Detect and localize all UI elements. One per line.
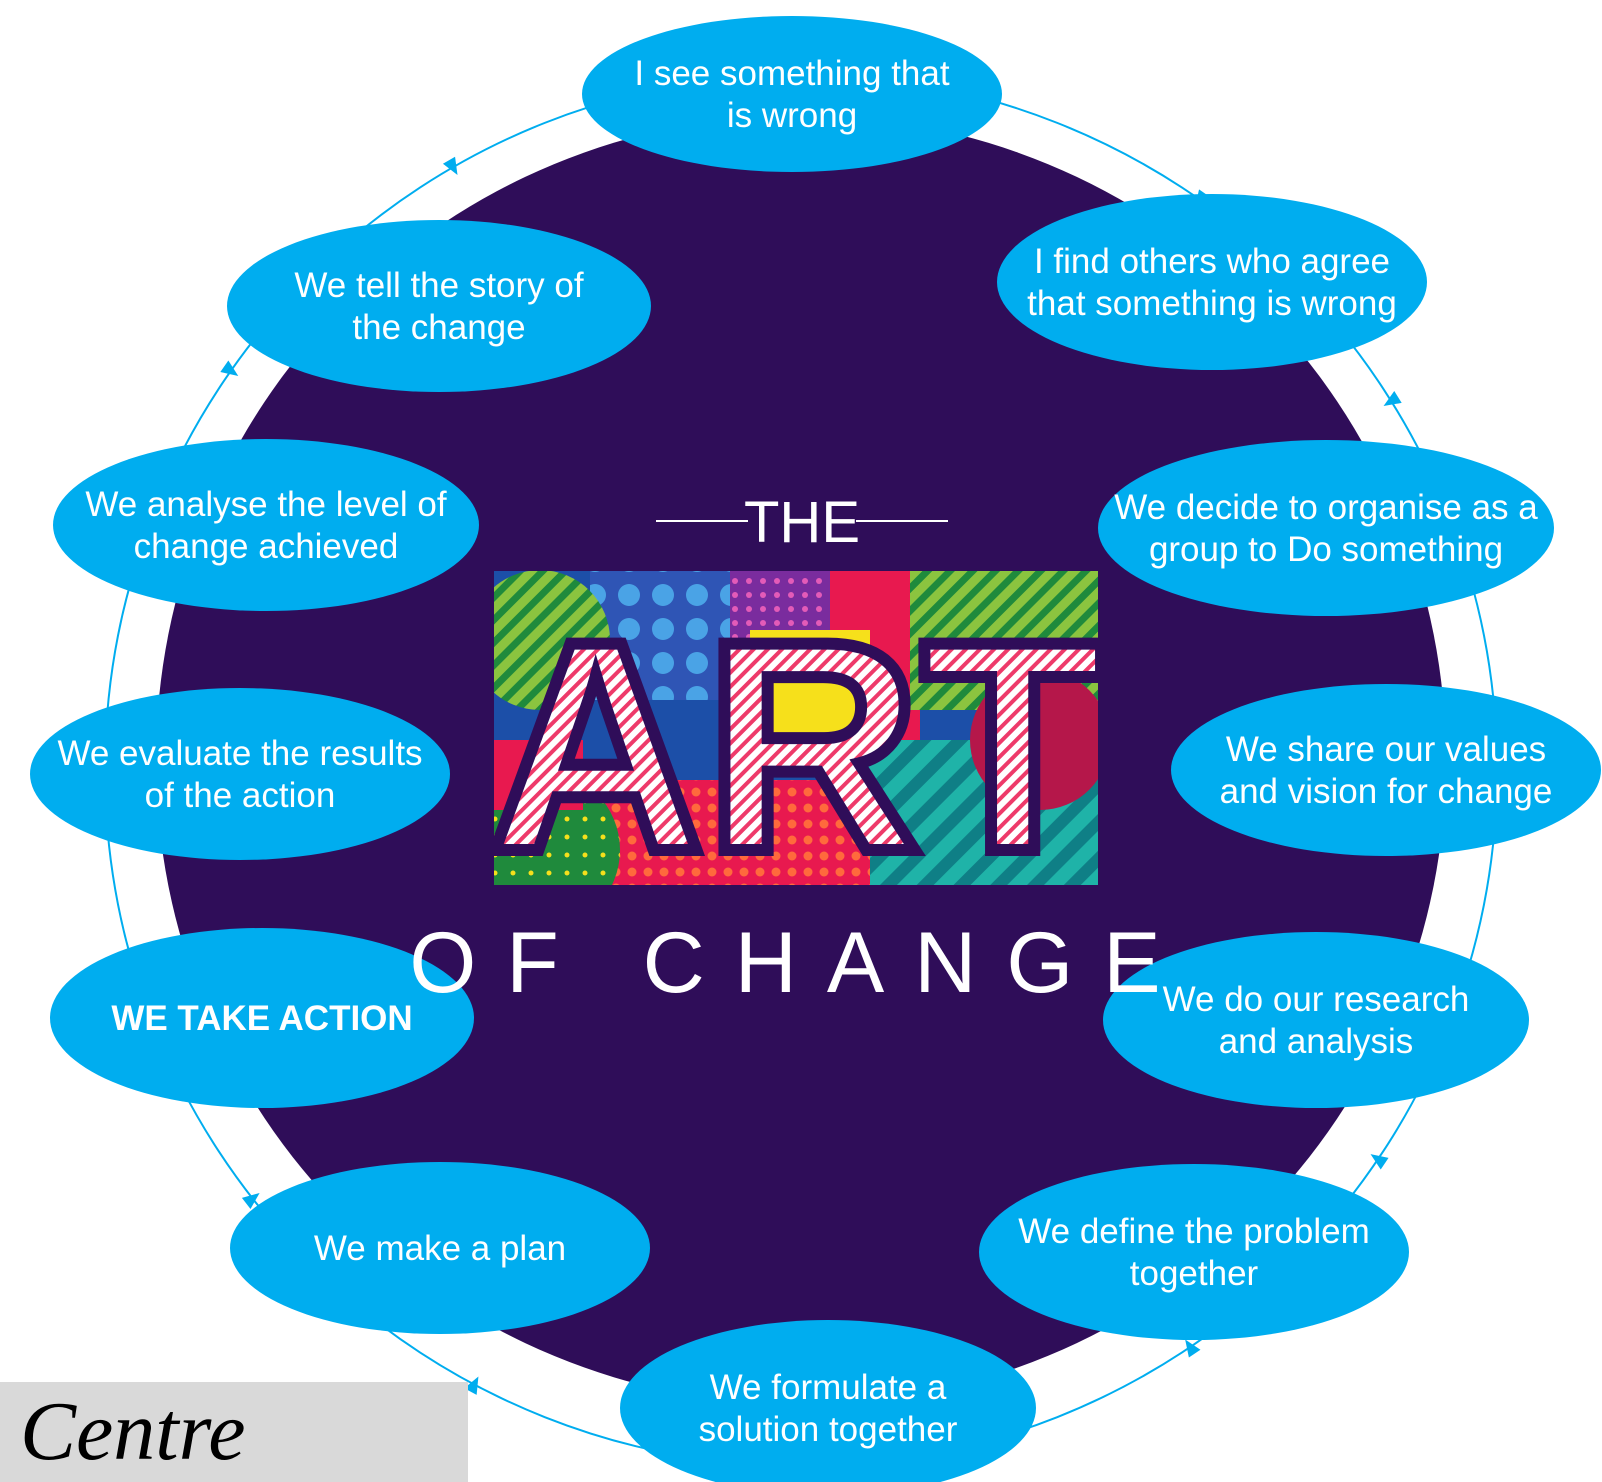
step-node-label: the change bbox=[352, 308, 525, 347]
art-patch-magenta bbox=[970, 670, 1099, 810]
step-node-label: change achieved bbox=[134, 527, 399, 566]
step-node-label: is wrong bbox=[727, 96, 857, 135]
caption-text: Centre bbox=[20, 1385, 246, 1478]
cycle-arrowhead bbox=[220, 360, 239, 376]
step-node-label: and analysis bbox=[1219, 1022, 1414, 1061]
step-node-label: I see something that bbox=[634, 54, 949, 93]
step-node-bubble bbox=[53, 439, 479, 611]
step-node-bubble bbox=[582, 16, 1002, 172]
art-patch-red-left bbox=[493, 740, 583, 810]
step-node-label: solution together bbox=[699, 1410, 958, 1449]
step-node-label: We formulate a bbox=[710, 1368, 947, 1407]
step-node-label: together bbox=[1130, 1254, 1259, 1293]
cycle-arrowhead bbox=[241, 1192, 260, 1209]
step-node-bubble bbox=[997, 194, 1427, 370]
art-patch-red-dots bbox=[600, 780, 870, 886]
step-node-label: I find others who agree bbox=[1034, 242, 1390, 281]
step-node-label: of the action bbox=[145, 776, 336, 815]
step-node-label: group to Do something bbox=[1149, 530, 1503, 569]
step-node-bubble bbox=[620, 1320, 1036, 1482]
cycle-arrowhead bbox=[1370, 1154, 1389, 1170]
step-node-label: We analyse the level of bbox=[85, 485, 447, 524]
art-word: ART bbox=[488, 578, 1105, 914]
art-patch-yellow bbox=[750, 630, 870, 750]
center-the-label: THE bbox=[744, 490, 860, 555]
step-node-label: We share our values bbox=[1226, 730, 1546, 769]
step-node-label: We make a plan bbox=[314, 1229, 566, 1268]
step-node-label: WE TAKE ACTION bbox=[111, 999, 412, 1038]
art-frame bbox=[492, 569, 1100, 887]
cycle-arrowhead bbox=[1383, 391, 1402, 406]
step-node-bubble bbox=[979, 1164, 1409, 1340]
caption-box: Centre bbox=[0, 1382, 468, 1482]
step-node-label: that something is wrong bbox=[1027, 284, 1397, 323]
step-node: We make a plan bbox=[230, 1162, 650, 1334]
center-of-change-label: OF CHANGE bbox=[409, 915, 1190, 1011]
cycle-arrowhead bbox=[442, 156, 458, 175]
step-node-bubble bbox=[30, 688, 450, 860]
step-node-label: We evaluate the results bbox=[57, 734, 422, 773]
step-node-bubble bbox=[50, 928, 474, 1108]
step-node: WE TAKE ACTION bbox=[50, 928, 474, 1108]
art-patch-dots-blue bbox=[590, 570, 740, 700]
cycle-arrowhead bbox=[1185, 1339, 1201, 1358]
step-node-bubble bbox=[1098, 440, 1554, 616]
step-node-label: We tell the story of bbox=[294, 266, 583, 305]
step-node-bubble bbox=[1171, 684, 1601, 856]
step-node-bubble bbox=[230, 1162, 650, 1334]
step-node-label: We define the problem bbox=[1018, 1212, 1370, 1251]
cycle-arrowhead bbox=[464, 1376, 479, 1395]
step-node-label: We do our research bbox=[1163, 980, 1470, 1019]
step-node-bubble bbox=[227, 220, 651, 392]
center-title: THE ART OF CHANGE bbox=[409, 490, 1190, 1011]
step-node-bubble bbox=[1103, 932, 1529, 1108]
art-artwork: ART bbox=[488, 570, 1105, 914]
step-node-label: We decide to organise as a bbox=[1114, 488, 1538, 527]
step-node-label: and vision for change bbox=[1220, 772, 1553, 811]
art-patch-green-circle bbox=[493, 570, 610, 710]
